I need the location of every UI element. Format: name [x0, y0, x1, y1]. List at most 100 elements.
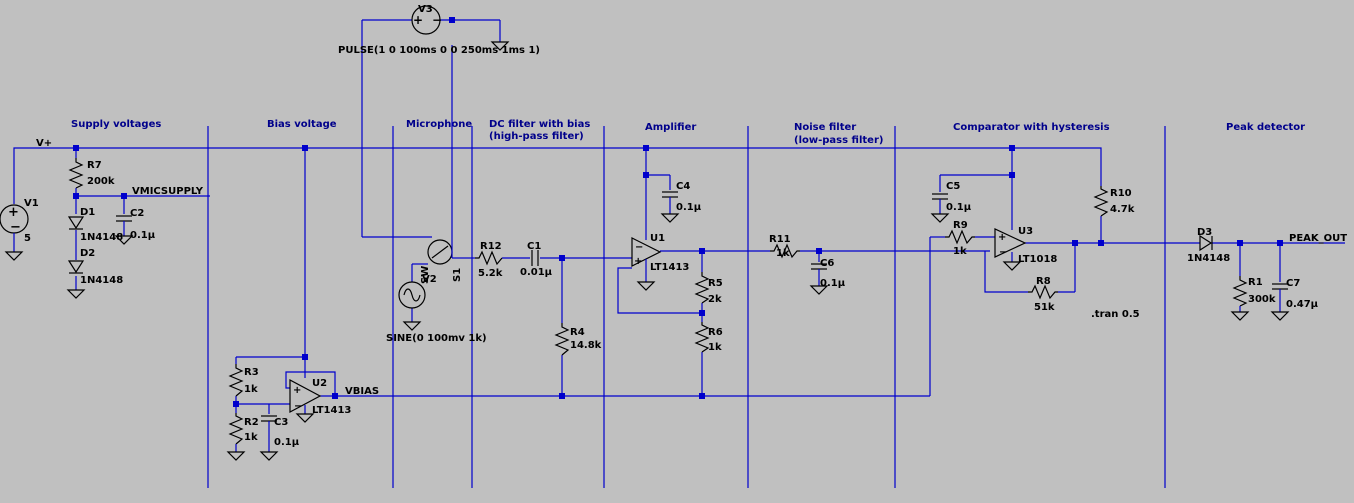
r12-value: 5.2k [478, 268, 503, 279]
v2-value: SINE(0 100mv 1k) [386, 333, 487, 344]
r12-name: R12 [480, 241, 502, 252]
capacitor-c4[interactable] [660, 191, 680, 223]
voltage-source-v2[interactable] [398, 281, 426, 331]
voltage-source-v1[interactable]: + − [0, 204, 29, 261]
resistor-r3[interactable] [228, 364, 244, 397]
c5-name: C5 [946, 181, 960, 192]
svg-text:−: − [635, 242, 643, 253]
s1-value: SW [420, 266, 431, 284]
r3-name: R3 [244, 367, 259, 378]
d1-name: D1 [80, 207, 95, 218]
c1-value: 0.01μ [520, 267, 553, 278]
resistor-r8[interactable] [1028, 284, 1058, 300]
capacitor-c1[interactable] [531, 250, 539, 266]
diode-d2[interactable] [66, 260, 86, 299]
net-peak-out-label: PEAK_OUT [1289, 233, 1347, 244]
resistor-r10[interactable] [1093, 186, 1109, 217]
net-vplus-label: V+ [36, 138, 52, 149]
switch-s1[interactable] [412, 237, 462, 265]
diode-d1[interactable] [67, 216, 85, 230]
c6-name: C6 [820, 258, 834, 269]
svg-text:−: − [294, 401, 302, 412]
d1-value: 1N4148 [80, 232, 123, 243]
u1-name: U1 [650, 233, 665, 244]
u2-value: LT1413 [312, 405, 351, 416]
r7-name: R7 [87, 160, 102, 171]
r4-name: R4 [570, 327, 585, 338]
svg-text:−: − [999, 247, 1007, 258]
resistor-r7[interactable] [68, 158, 84, 189]
r9-name: R9 [953, 220, 968, 231]
section-bias-label: Bias voltage [267, 119, 337, 130]
r1-value: 300k [1248, 294, 1276, 305]
r6-name: R6 [708, 327, 723, 338]
svg-text:+: + [293, 385, 301, 396]
r3-value: 1k [244, 384, 258, 395]
section-noise-label: Noise filter [794, 122, 856, 133]
c1-name: C1 [527, 241, 541, 252]
r9-value: 1k [953, 246, 967, 257]
resistor-r11[interactable] [770, 243, 800, 259]
section-microphone-label: Microphone [406, 119, 472, 130]
r8-name: R8 [1036, 276, 1051, 287]
capacitor-c5[interactable] [930, 193, 950, 223]
net-vbias-label: VBIAS [345, 386, 379, 397]
section-dcfilter-sublabel: (high-pass filter) [489, 131, 584, 142]
c4-value: 0.1μ [676, 202, 702, 213]
resistor-r5[interactable] [694, 272, 710, 304]
resistor-r1[interactable] [1230, 276, 1250, 321]
c3-value: 0.1μ [274, 437, 300, 448]
svg-text:+: + [413, 13, 423, 27]
r7-value: 200k [87, 176, 115, 187]
c5-value: 0.1μ [946, 202, 972, 213]
c3-name: C3 [274, 417, 288, 428]
r1-name: R1 [1248, 277, 1263, 288]
r6-value: 1k [708, 342, 722, 353]
svg-text:+: + [634, 256, 642, 267]
r11-name: R11 [769, 234, 791, 245]
v2-name: V2 [422, 274, 437, 285]
diode-d3[interactable] [1199, 234, 1213, 252]
r8-value: 51k [1034, 302, 1055, 313]
d2-name: D2 [80, 248, 95, 259]
c7-name: C7 [1286, 278, 1300, 289]
resistor-r12[interactable] [475, 250, 503, 266]
v3-name: V3 [418, 4, 433, 15]
capacitor-c6[interactable] [809, 263, 829, 295]
section-noise-sublabel: (low-pass filter) [794, 135, 883, 146]
c4-name: C4 [676, 181, 690, 192]
r10-name: R10 [1110, 188, 1132, 199]
r5-name: R5 [708, 278, 723, 289]
d2-value: 1N4148 [80, 275, 123, 286]
u3-value: LT1018 [1018, 254, 1057, 265]
d3-name: D3 [1197, 227, 1212, 238]
resistor-r9[interactable] [945, 229, 975, 245]
opamp-u2[interactable]: + − [289, 379, 322, 423]
voltage-source-v3[interactable]: + − [411, 5, 510, 51]
s1-name: S1 [452, 268, 463, 282]
u1-value: LT1413 [650, 262, 689, 273]
v1-value: 5 [24, 233, 31, 244]
opamp-u1[interactable]: − + [631, 237, 662, 291]
resistor-r6[interactable] [694, 322, 710, 353]
comparator-u3[interactable]: + − [994, 228, 1027, 271]
r11-value: 1k [776, 248, 790, 259]
c2-name: C2 [130, 208, 144, 219]
capacitor-c7[interactable] [1270, 283, 1290, 321]
svg-text:+: + [998, 232, 1006, 243]
capacitor-c3[interactable] [259, 415, 279, 461]
c7-value: 0.47μ [1286, 299, 1319, 310]
v3-value: PULSE(1 0 100ms 0 0 250ms 1ms 1) [338, 45, 540, 56]
v1-name: V1 [24, 198, 39, 209]
section-dcfilter-label: DC filter with bias [489, 119, 590, 130]
capacitor-c2[interactable] [114, 215, 134, 245]
u2-name: U2 [312, 378, 327, 389]
svg-text:+: + [8, 205, 19, 220]
wires [13, 19, 1345, 414]
section-supply-label: Supply voltages [71, 119, 161, 130]
resistor-r4[interactable] [554, 323, 570, 356]
section-dividers [207, 126, 1166, 488]
resistor-r2[interactable] [226, 413, 246, 461]
